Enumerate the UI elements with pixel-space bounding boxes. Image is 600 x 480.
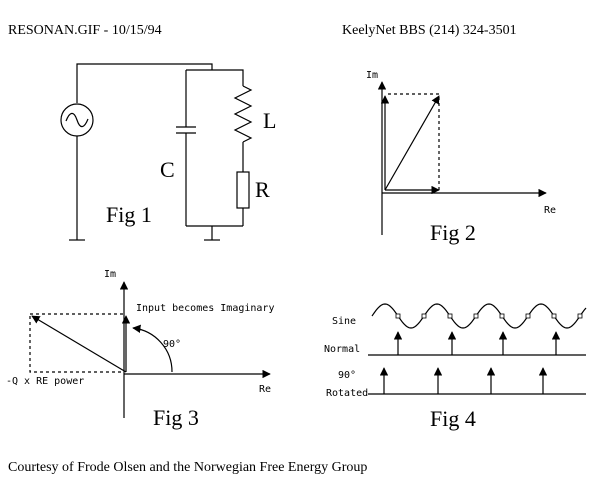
sine-zero-crossing-marker	[499, 313, 505, 319]
fig2-dashed-box	[388, 93, 440, 190]
fig4-rotated-label-1: 90°	[338, 370, 356, 381]
sine-wave-icon	[65, 112, 89, 128]
sine-zero-crossing-marker	[447, 313, 453, 319]
fig2-im-label: Im	[366, 70, 378, 81]
fig2-label: Fig 2	[430, 220, 476, 245]
fig3-label: Fig 3	[153, 405, 199, 430]
fig4-label: Fig 4	[430, 406, 476, 431]
resistor-label: R	[255, 177, 270, 202]
sine-zero-crossing-marker	[395, 313, 401, 319]
fig3-angle-arc	[132, 324, 173, 373]
fig1-label: Fig 1	[106, 202, 152, 227]
fig4-sine-wave	[371, 303, 587, 329]
fig3-dashed-left	[29, 316, 124, 373]
fig3-left-label: -Q x RE power	[6, 376, 84, 387]
header-title: RESONAN.GIF - 10/15/94	[8, 23, 162, 38]
sine-zero-crossing-marker	[525, 313, 531, 319]
fig4-timing	[368, 303, 587, 395]
fig2-phasor	[377, 81, 547, 235]
fig4-rotated-arrows	[379, 367, 548, 394]
fig3-annotation: Input becomes Imaginary	[136, 303, 274, 314]
sine-zero-crossing-marker	[473, 313, 479, 319]
fig2-resultant-vector	[384, 95, 440, 191]
fig3-phasor	[29, 281, 271, 418]
footer-credit: Courtesy of Frode Olsen and the Norwegia…	[8, 460, 367, 475]
inductor-icon	[233, 85, 253, 143]
capacitor-label: C	[160, 157, 175, 182]
header-bbs: KeelyNet BBS (214) 324-3501	[342, 23, 517, 38]
fig3-re-label: Re	[259, 384, 271, 395]
sine-zero-crossing-marker	[421, 313, 427, 319]
circuit-top-wire	[76, 63, 213, 97]
fig4-normal-label: Normal	[324, 344, 360, 355]
fig4-rotated-label-2: Rotated	[326, 388, 368, 399]
inductor-label: L	[263, 108, 276, 133]
resistor-icon	[236, 171, 250, 209]
fig4-normal-arrows	[393, 331, 561, 355]
fig3-angle-label: 90°	[163, 339, 181, 350]
fig4-sine-markers	[395, 313, 583, 319]
fig1-circuit	[60, 63, 253, 241]
sine-zero-crossing-marker	[577, 313, 583, 319]
fig4-sine-label: Sine	[332, 316, 356, 327]
fig3-resultant-vector	[31, 315, 127, 373]
sine-zero-crossing-marker	[551, 313, 557, 319]
fig3-im-label: Im	[104, 269, 116, 280]
fig2-re-label: Re	[544, 205, 556, 216]
